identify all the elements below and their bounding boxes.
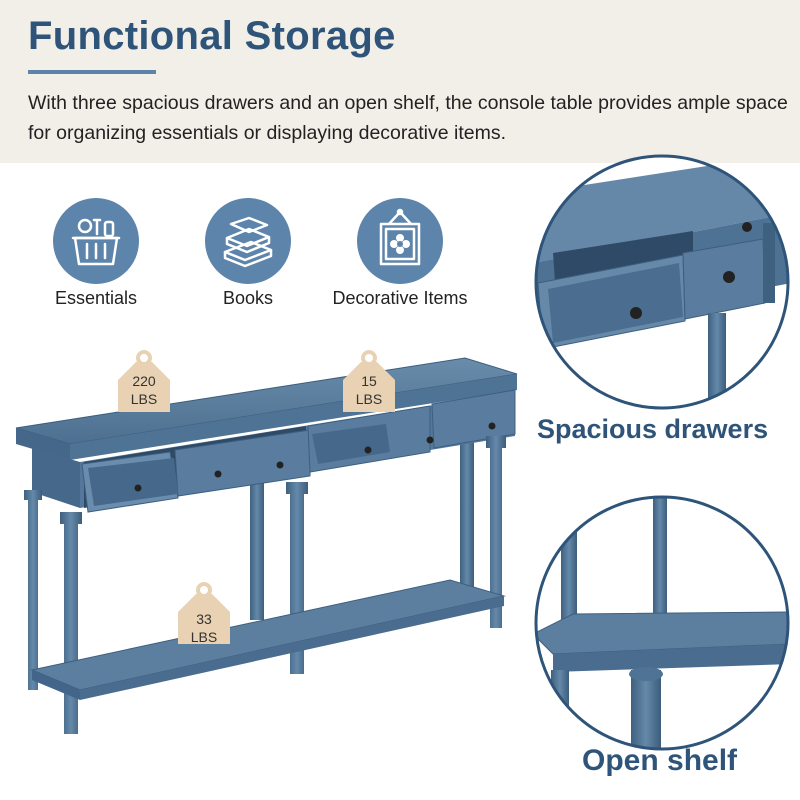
- detail-label-drawers: Spacious drawers: [537, 414, 769, 444]
- header-band: [0, 0, 800, 163]
- tag-value-top: 220: [132, 373, 156, 389]
- weight-tag-shelf: 33 LBS: [178, 582, 230, 645]
- feature-label-books: Books: [222, 288, 274, 308]
- title-underline: [28, 70, 156, 74]
- weight-tag-top: 220 LBS: [118, 350, 170, 412]
- drawer-detail-image: [534, 154, 790, 410]
- feature-label-essentials: Essentials: [54, 288, 138, 308]
- page-title: Functional Storage: [28, 14, 396, 58]
- picture-frame-icon: [357, 198, 443, 284]
- tag-value-shelf: 33: [196, 611, 212, 627]
- description-text: With three spacious drawers and an open …: [28, 92, 788, 144]
- basket-icon: [53, 198, 139, 284]
- tag-unit-shelf: LBS: [191, 629, 217, 645]
- tag-unit-top: LBS: [131, 391, 157, 407]
- tag-unit-drawer: LBS: [356, 391, 382, 407]
- weight-tag-drawer: 15 LBS: [343, 350, 395, 412]
- detail-label-shelf: Open shelf: [582, 744, 738, 777]
- books-icon: [205, 198, 291, 284]
- console-table-image: 220 LBS 15 LBS 33 LBS: [15, 350, 518, 734]
- shelf-detail-image: [534, 495, 790, 751]
- feature-label-decorative: Decorative Items: [332, 288, 468, 308]
- tag-value-drawer: 15: [361, 373, 377, 389]
